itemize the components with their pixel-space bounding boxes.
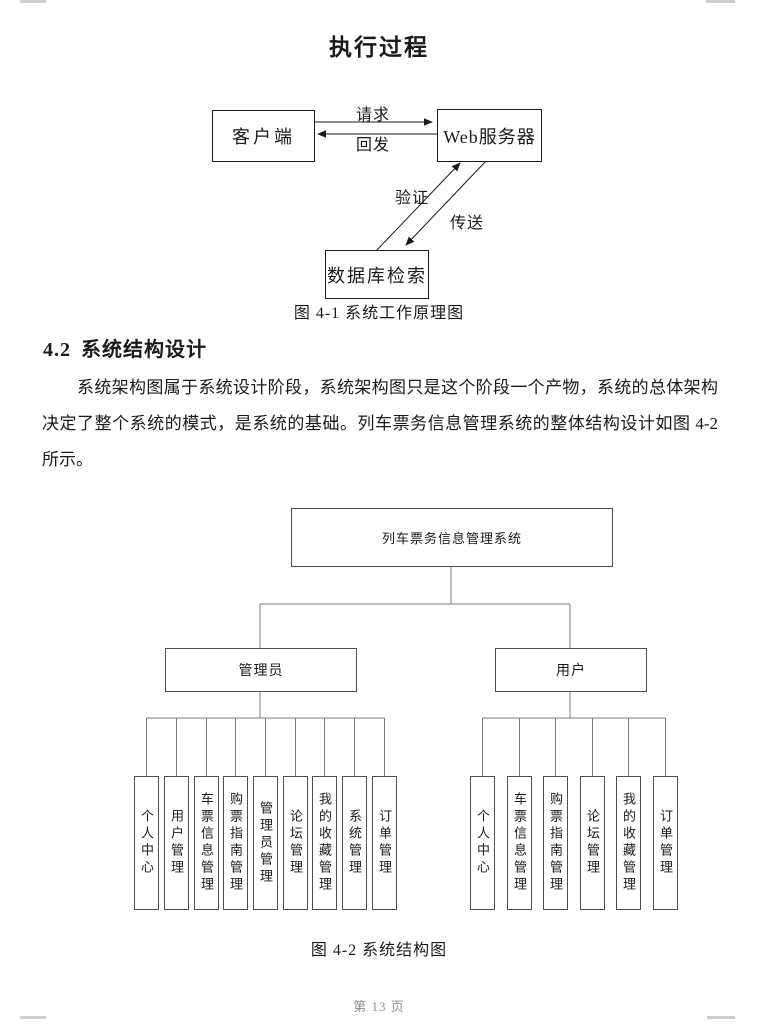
tree-leaf-admin: 购票指南管理 <box>223 776 248 910</box>
database-node: 数据库检索 <box>325 250 429 299</box>
tree-leaf-admin: 车票信息管理 <box>194 776 219 910</box>
page-number: 第 13 页 <box>353 999 405 1014</box>
tree-leaf-user: 我的收藏管理 <box>616 776 641 910</box>
page-corner-mark <box>20 1016 46 1019</box>
tree-leaf-admin: 论坛管理 <box>283 776 308 910</box>
postback-edge-label: 回发 <box>356 137 391 154</box>
web-server-node: Web服务器 <box>437 109 542 162</box>
figure-4-2-caption: 图 4-2 系统结构图 <box>310 942 448 959</box>
tree-leaf-admin: 订单管理 <box>372 776 397 910</box>
tree-root-node: 列车票务信息管理系统 <box>291 508 613 567</box>
figure-4-1-caption: 图 4-1 系统工作原理图 <box>293 305 465 322</box>
tree-leaf-admin: 管理员管理 <box>253 776 278 910</box>
page-corner-mark <box>706 0 735 3</box>
page-corner-mark <box>20 0 46 3</box>
tree-leaf-admin: 我的收藏管理 <box>312 776 337 910</box>
tree-user-node: 用户 <box>495 648 647 692</box>
tree-leaf-user: 订单管理 <box>653 776 678 910</box>
tree-leaf-user: 个人中心 <box>470 776 495 910</box>
tree-leaf-user: 车票信息管理 <box>507 776 532 910</box>
page-corner-mark <box>707 1016 735 1019</box>
request-edge-label: 请求 <box>356 107 391 124</box>
transfer-edge-label: 传送 <box>450 215 485 232</box>
page-title: 执行过程 <box>329 35 429 60</box>
tree-leaf-user: 论坛管理 <box>580 776 605 910</box>
tree-leaf-user: 购票指南管理 <box>543 776 568 910</box>
tree-leaf-admin: 个人中心 <box>134 776 159 910</box>
tree-leaf-admin: 系统管理 <box>342 776 367 910</box>
section-title: 系统结构设计 <box>81 339 207 361</box>
section-number: 4.2 <box>43 339 71 361</box>
client-node: 客户端 <box>212 110 315 162</box>
body-paragraph: 系统架构图属于系统设计阶段，系统架构图只是这个阶段一个产物，系统的总体架构决定了… <box>42 378 718 469</box>
tree-admin-node: 管理员 <box>165 648 357 692</box>
section-heading: 4.2 系统结构设计 <box>43 333 207 362</box>
tree-leaf-admin: 用户管理 <box>164 776 189 910</box>
verify-edge-label: 验证 <box>395 190 430 207</box>
